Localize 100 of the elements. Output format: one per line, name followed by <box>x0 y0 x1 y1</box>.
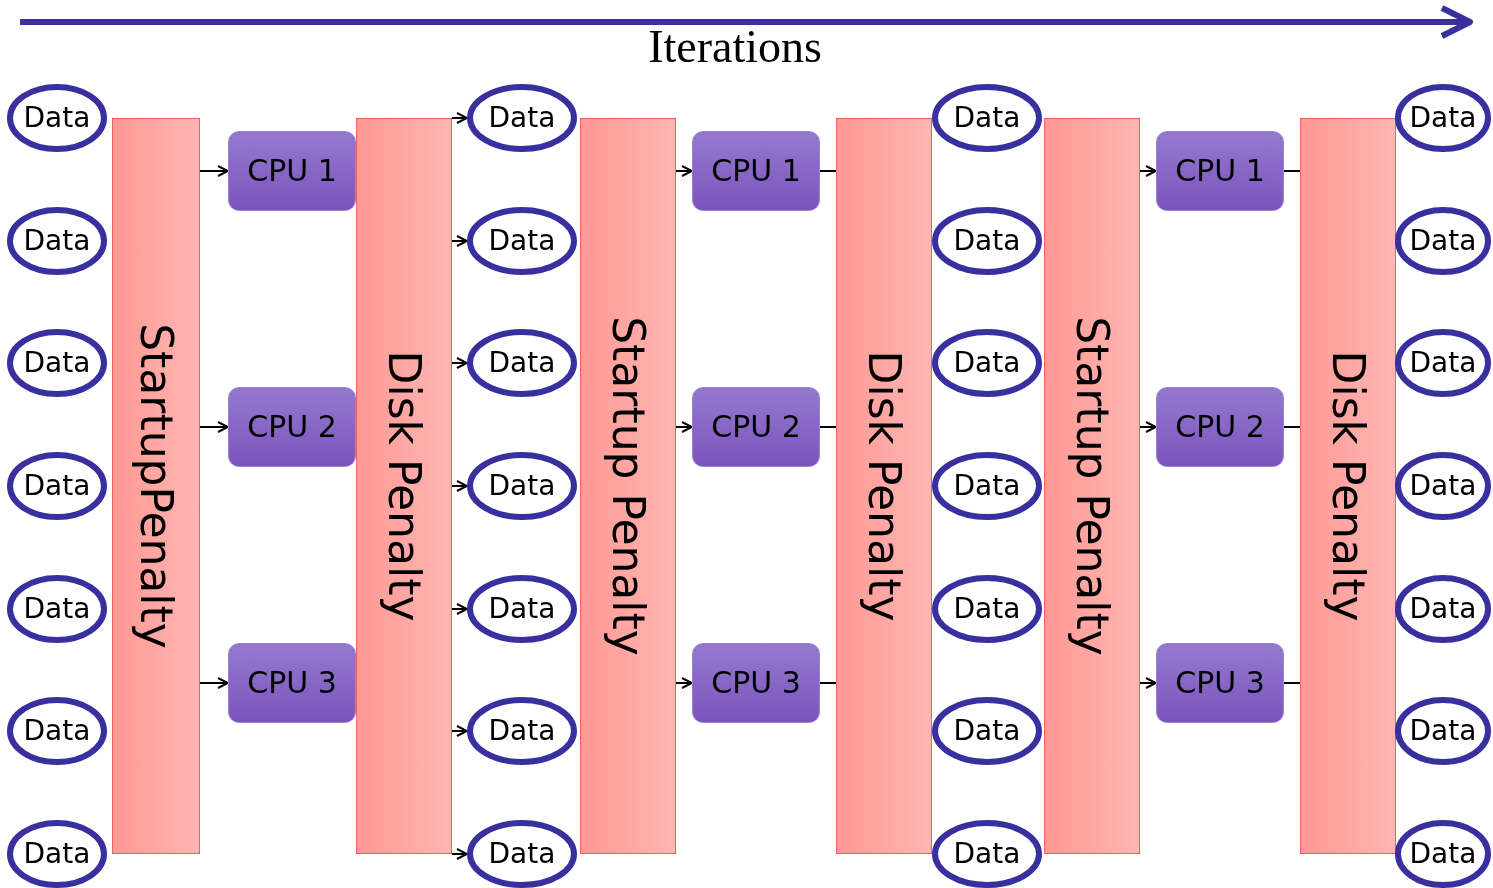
penalty-label: Startup Penalty <box>1070 316 1114 656</box>
cpu-label: CPU 1 <box>1175 156 1265 186</box>
data-ellipse <box>1395 697 1491 765</box>
data-label: Data <box>23 595 91 623</box>
data-ellipse <box>467 452 577 520</box>
data-ellipse <box>1395 329 1491 397</box>
arrow <box>1139 421 1157 433</box>
arrow <box>199 421 229 433</box>
data-ellipse <box>467 575 577 643</box>
penalty-label: StartupPenalty <box>134 323 178 649</box>
cpu-label: CPU 3 <box>247 668 337 698</box>
data-label: Data <box>488 472 556 500</box>
data-ellipse <box>7 697 107 765</box>
arrow <box>675 677 693 689</box>
penalty-bar <box>836 118 932 854</box>
data-label: Data <box>488 717 556 745</box>
data-ellipse <box>1395 820 1491 888</box>
arrow <box>451 603 468 615</box>
data-label: Data <box>1409 840 1477 868</box>
cpu-box <box>1156 131 1284 211</box>
penalty-label: Disk Penalty <box>382 350 426 622</box>
arrow <box>451 848 468 860</box>
data-ellipse <box>1395 207 1491 275</box>
data-ellipse <box>7 84 107 152</box>
cpu-label: CPU 3 <box>711 668 801 698</box>
penalty-label: Disk Penalty <box>1326 350 1370 622</box>
data-label: Data <box>23 349 91 377</box>
data-ellipse <box>1395 452 1491 520</box>
data-ellipse <box>467 329 577 397</box>
data-label: Data <box>953 104 1021 132</box>
arrow <box>451 725 468 737</box>
arrow <box>451 235 468 247</box>
cpu-box <box>1156 387 1284 467</box>
penalty-bar <box>356 118 452 854</box>
data-ellipse <box>7 207 107 275</box>
cpu-box <box>692 643 820 723</box>
data-label: Data <box>23 472 91 500</box>
data-label: Data <box>1409 595 1477 623</box>
cpu-label: CPU 3 <box>1175 668 1265 698</box>
penalty-label: Disk Penalty <box>862 350 906 622</box>
cpu-label: CPU 1 <box>711 156 801 186</box>
cpu-label: CPU 2 <box>247 412 337 442</box>
cpu-box <box>228 643 356 723</box>
data-label: Data <box>953 595 1021 623</box>
data-ellipse <box>932 575 1042 643</box>
data-ellipse <box>7 329 107 397</box>
data-ellipse <box>467 697 577 765</box>
data-label: Data <box>488 595 556 623</box>
arrow <box>675 165 693 177</box>
cpu-label: CPU 2 <box>711 412 801 442</box>
penalty-bar <box>1044 118 1140 854</box>
arrow <box>451 480 468 492</box>
data-label: Data <box>953 717 1021 745</box>
data-ellipse <box>7 452 107 520</box>
data-label: Data <box>23 840 91 868</box>
data-label: Data <box>488 104 556 132</box>
data-label: Data <box>1409 104 1477 132</box>
cpu-box <box>692 387 820 467</box>
cpu-box <box>1156 643 1284 723</box>
data-ellipse <box>7 575 107 643</box>
data-ellipse <box>7 820 107 888</box>
data-label: Data <box>23 227 91 255</box>
cpu-box <box>228 131 356 211</box>
data-ellipse <box>467 84 577 152</box>
arrow <box>451 112 468 124</box>
data-ellipse <box>1395 84 1491 152</box>
data-ellipse <box>467 207 577 275</box>
cpu-label: CPU 1 <box>247 156 337 186</box>
data-ellipse <box>932 452 1042 520</box>
cpu-box <box>228 387 356 467</box>
data-label: Data <box>488 349 556 377</box>
data-label: Data <box>1409 717 1477 745</box>
data-ellipse <box>932 329 1042 397</box>
data-label: Data <box>23 717 91 745</box>
data-label: Data <box>953 349 1021 377</box>
cpu-box <box>692 131 820 211</box>
data-label: Data <box>488 840 556 868</box>
penalty-label: Startup Penalty <box>606 316 650 656</box>
penalty-bar <box>1300 118 1396 854</box>
data-label: Data <box>23 104 91 132</box>
data-ellipse <box>467 820 577 888</box>
data-ellipse <box>932 820 1042 888</box>
arrow <box>1139 165 1157 177</box>
penalty-bar <box>112 118 200 854</box>
penalty-bar <box>580 118 676 854</box>
data-ellipse <box>1395 575 1491 643</box>
data-label: Data <box>953 840 1021 868</box>
arrow <box>675 421 693 433</box>
data-label: Data <box>1409 472 1477 500</box>
data-label: Data <box>1409 227 1477 255</box>
arrow <box>199 165 229 177</box>
arrow <box>199 677 229 689</box>
axis-label: Iterations <box>647 24 823 70</box>
data-ellipse <box>932 697 1042 765</box>
data-ellipse <box>932 84 1042 152</box>
data-label: Data <box>488 227 556 255</box>
cpu-label: CPU 2 <box>1175 412 1265 442</box>
data-ellipse <box>932 207 1042 275</box>
arrow <box>451 357 468 369</box>
data-label: Data <box>953 472 1021 500</box>
